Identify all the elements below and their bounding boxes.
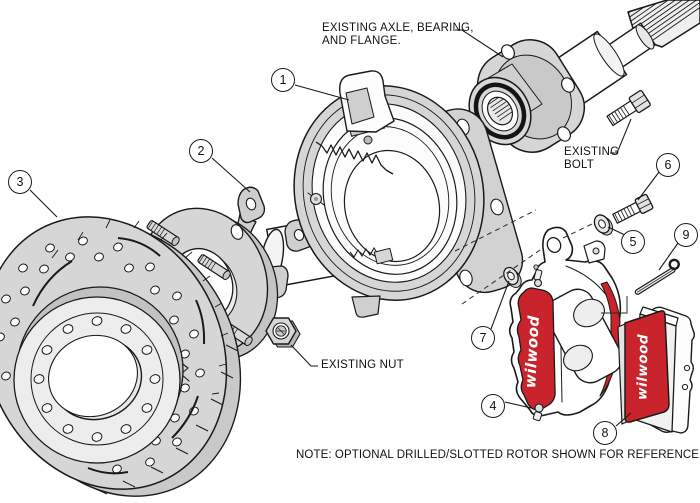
cotter-pin [634, 258, 680, 295]
callout-6: 6 [656, 153, 680, 177]
rotor [0, 216, 242, 497]
rotor-drill-holes [0, 236, 205, 474]
hold-down-pin [307, 192, 325, 206]
callout-4: 4 [481, 394, 505, 418]
inlet-fitting [532, 403, 544, 422]
pin-guide-line [601, 296, 628, 314]
caliper-window [545, 288, 623, 384]
wilwood-logo-pad: wilwood [634, 334, 651, 400]
anchor-bracket-tab [339, 70, 395, 133]
callout-2-number: 2 [197, 144, 205, 158]
existing-nut [265, 317, 301, 348]
callout-9-number: 9 [682, 228, 690, 242]
bleed-screw [533, 264, 543, 288]
callout-3: 3 [8, 170, 32, 194]
caliper-red-band: wilwood [516, 287, 556, 411]
callout-1-number: 1 [279, 73, 287, 87]
callout-8: 8 [593, 421, 617, 445]
callout-3-number: 3 [16, 175, 24, 189]
callout-5-number: 5 [629, 235, 637, 249]
callout-5: 5 [621, 230, 645, 254]
callout-1: 1 [271, 68, 295, 92]
callout-7-number: 7 [479, 331, 487, 345]
brake-caliper: wilwood [508, 226, 623, 422]
rotor-edge-vents [95, 344, 239, 495]
label-existing-bolt: EXISTING BOLT [564, 146, 620, 171]
callout-7: 7 [471, 326, 495, 350]
return-spring [315, 141, 394, 175]
callout-2: 2 [189, 139, 213, 163]
label-existing-axle: EXISTING AXLE, BEARING, AND FLANGE. [322, 22, 474, 47]
leader-lines [29, 29, 679, 427]
brake-pads: wilwood [617, 306, 695, 434]
crush-washer-lower [503, 266, 522, 288]
crush-washer-upper [593, 214, 614, 236]
callout-6-number: 6 [664, 158, 672, 172]
callout-4-number: 4 [489, 399, 497, 413]
existing-bolt [606, 90, 651, 127]
label-existing-nut: EXISTING NUT [321, 359, 404, 371]
callout-8-number: 8 [601, 426, 609, 440]
wilwood-logo-caliper: wilwood [521, 315, 543, 389]
backing-plate-assembly [293, 70, 524, 318]
reference-note: NOTE: OPTIONAL DRILLED/SLOTTED ROTOR SHO… [296, 449, 700, 461]
caliper-mount-bolt [612, 193, 654, 224]
rotor-hat [13, 286, 184, 464]
rotor-slots [32, 237, 206, 475]
axle-shaft-assembly [468, 0, 700, 153]
alignment-dash-lines [454, 209, 595, 305]
callout-9: 9 [674, 223, 698, 247]
